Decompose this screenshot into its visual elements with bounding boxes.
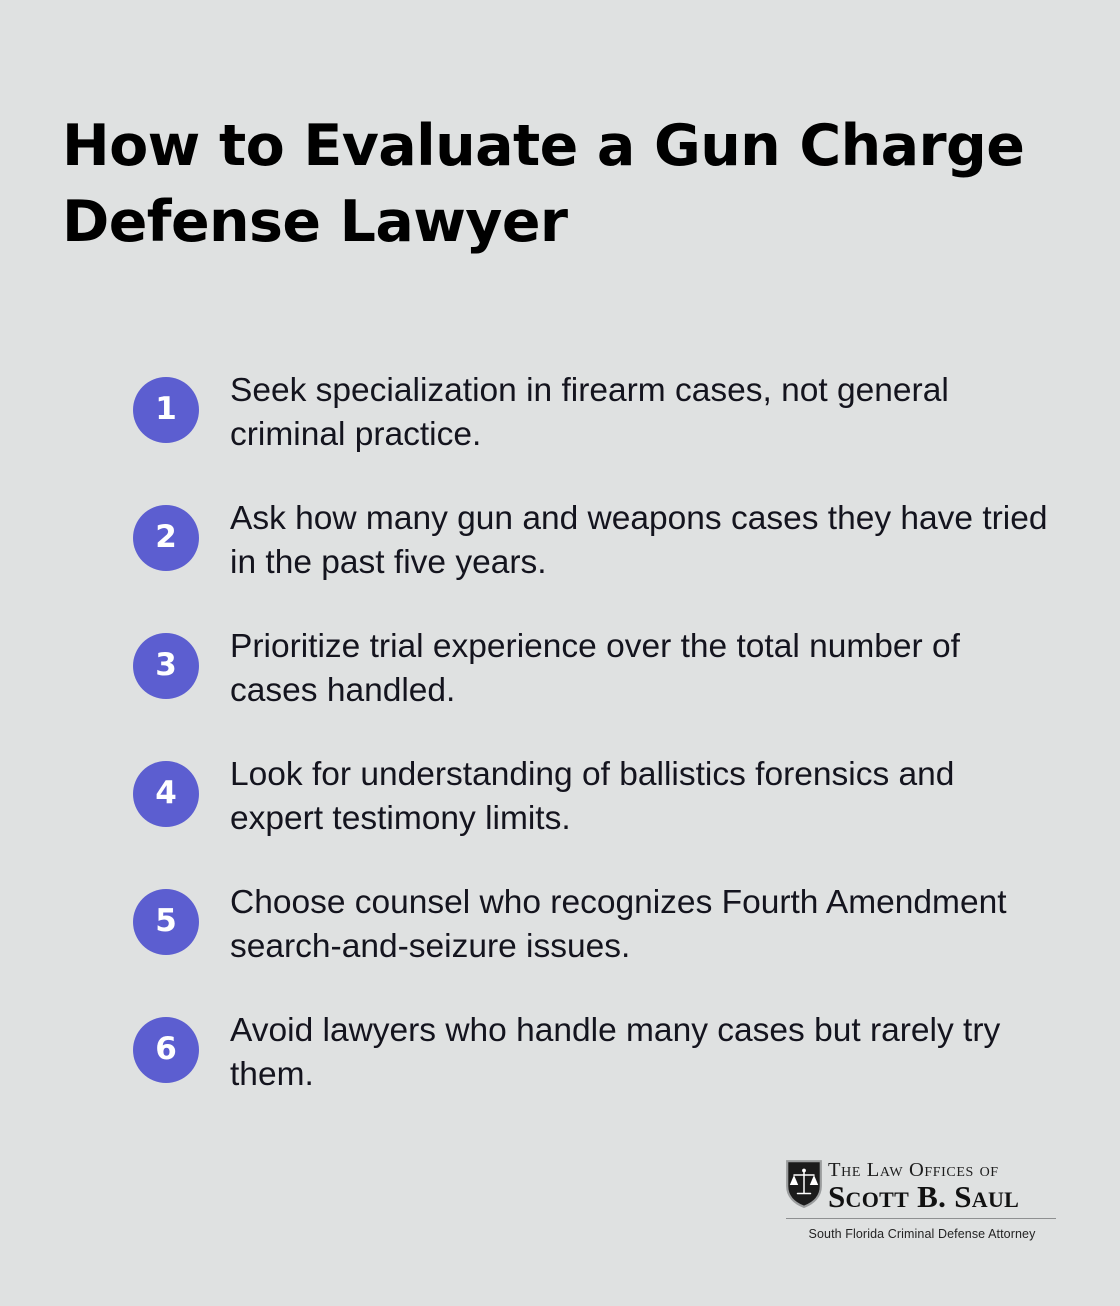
- step-text: Prioritize trial experience over the tot…: [230, 628, 960, 709]
- list-item: 3 Prioritize trial experience over the t…: [133, 622, 1053, 750]
- logo-divider: [786, 1218, 1056, 1219]
- step-text: Seek specialization in firearm cases, no…: [230, 372, 949, 453]
- step-number-label: 1: [155, 391, 177, 427]
- step-number-label: 4: [155, 775, 177, 811]
- logo-wordmark: The Law Offices of Scott B. Saul: [828, 1158, 1019, 1213]
- step-number-label: 5: [155, 903, 177, 939]
- logo-tagline: South Florida Criminal Defense Attorney: [808, 1227, 1036, 1241]
- step-text: Ask how many gun and weapons cases they …: [230, 500, 1048, 581]
- step-number-badge: 4: [133, 761, 199, 827]
- list-item: 1 Seek specialization in firearm cases, …: [133, 366, 1053, 494]
- step-text: Choose counsel who recognizes Fourth Ame…: [230, 884, 1007, 965]
- step-number-badge: 5: [133, 889, 199, 955]
- step-number-badge: 2: [133, 505, 199, 571]
- shield-scales-of-justice-icon: [786, 1160, 822, 1208]
- step-number-label: 2: [155, 519, 177, 555]
- list-item: 5 Choose counsel who recognizes Fourth A…: [133, 878, 1053, 1006]
- list-item: 2 Ask how many gun and weapons cases the…: [133, 494, 1053, 622]
- brand-logo: The Law Offices of Scott B. Saul South F…: [786, 1158, 1058, 1242]
- step-number-badge: 6: [133, 1017, 199, 1083]
- logo-line-scott-b-saul: Scott B. Saul: [828, 1179, 1020, 1214]
- step-number-badge: 1: [133, 377, 199, 443]
- step-number-label: 6: [155, 1031, 177, 1067]
- step-text: Avoid lawyers who handle many cases but …: [230, 1012, 1001, 1093]
- page-title: How to Evaluate a Gun Charge Defense Law…: [62, 113, 1025, 255]
- logo-line-the-law-offices-of: The Law Offices of: [828, 1159, 999, 1181]
- logo-top-row: The Law Offices of Scott B. Saul: [786, 1158, 1058, 1213]
- list-item: 6 Avoid lawyers who handle many cases bu…: [133, 1006, 1053, 1134]
- step-number-label: 3: [155, 647, 177, 683]
- title-block: How to Evaluate a Gun Charge Defense Law…: [62, 108, 1052, 260]
- step-number-badge: 3: [133, 633, 199, 699]
- steps-list: 1 Seek specialization in firearm cases, …: [133, 366, 1053, 1134]
- list-item: 4 Look for understanding of ballistics f…: [133, 750, 1053, 878]
- step-text: Look for understanding of ballistics for…: [230, 756, 955, 837]
